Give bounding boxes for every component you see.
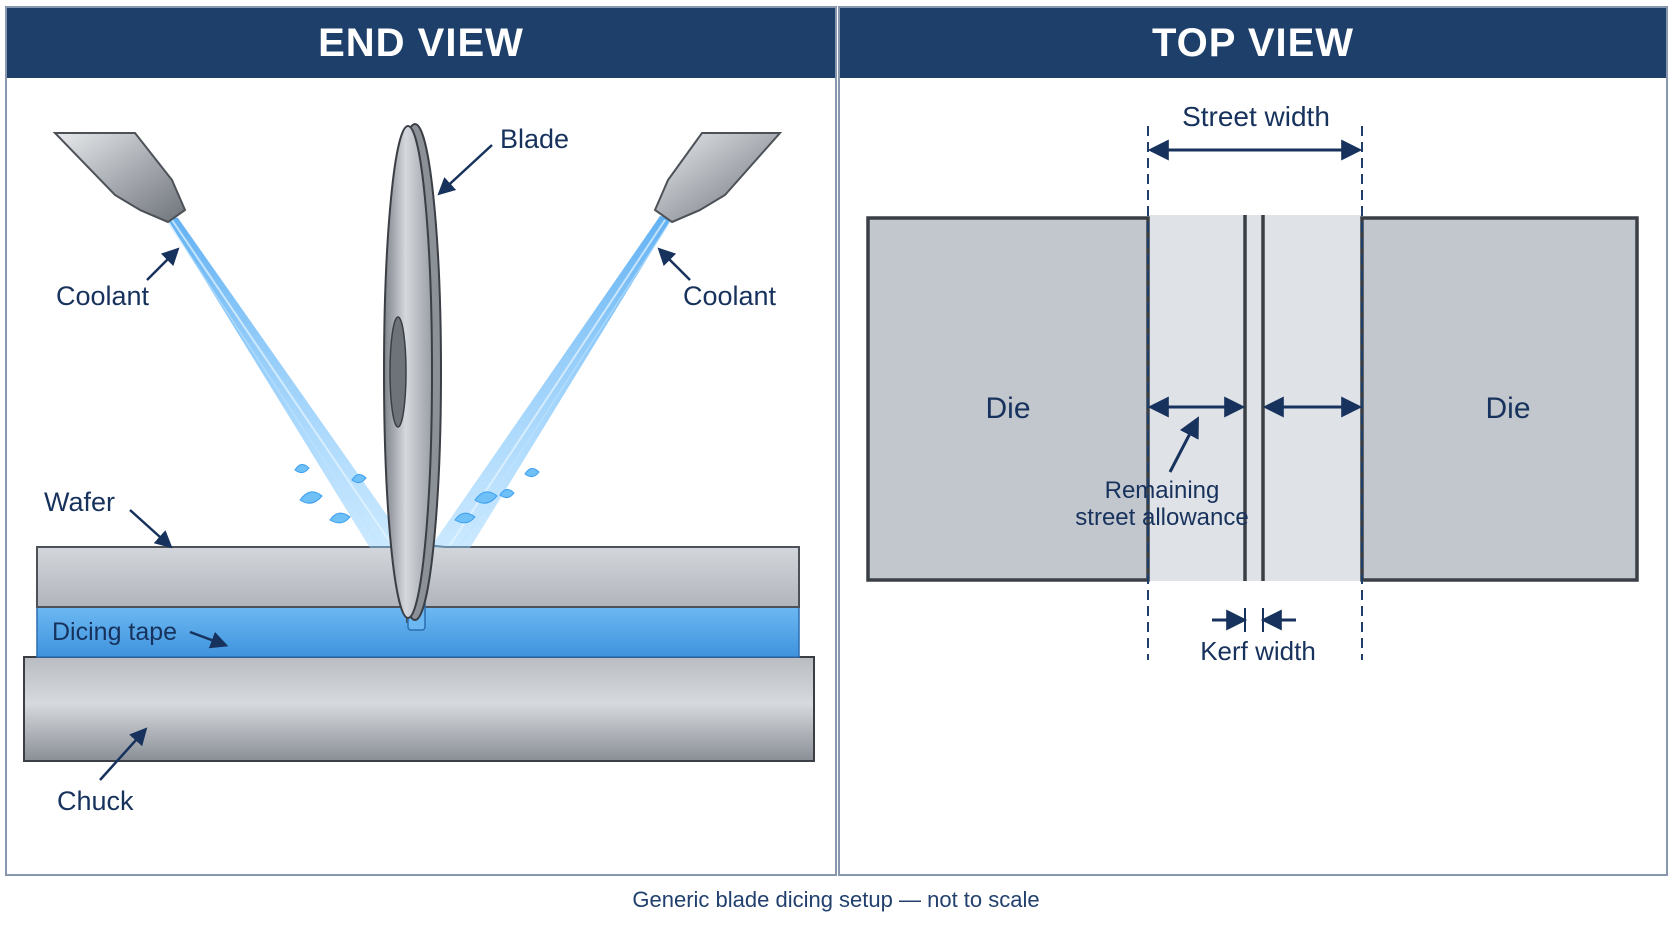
kerf-ticks bbox=[1244, 608, 1264, 632]
remaining-street-label-line2: street allowance bbox=[1075, 504, 1248, 531]
die-left-label: Die bbox=[985, 392, 1030, 425]
coolant-nozzle-left bbox=[52, 132, 187, 224]
chuck bbox=[23, 656, 815, 762]
coolant-right-label: Coolant bbox=[683, 281, 777, 311]
coolant-spray-right bbox=[430, 216, 672, 548]
coolant-nozzle-right bbox=[653, 132, 783, 224]
street-boundaries bbox=[1147, 126, 1363, 660]
blade-label: Blade bbox=[500, 124, 569, 154]
figure-caption: Generic blade dicing setup — not to scal… bbox=[632, 887, 1040, 912]
street-width-label: Street width bbox=[1182, 101, 1330, 132]
coolant-left-label: Coolant bbox=[56, 281, 150, 311]
dicing-tape-label: Dicing tape bbox=[52, 618, 177, 646]
top-view-title: TOP VIEW bbox=[840, 8, 1666, 78]
top-view-dimensions bbox=[1147, 139, 1363, 631]
kerf-width-label: Kerf width bbox=[1200, 636, 1316, 666]
blade bbox=[383, 123, 442, 621]
coolant-splash bbox=[294, 464, 540, 524]
remaining-street-label-line1: Remaining bbox=[1105, 477, 1220, 504]
end-view-title: END VIEW bbox=[7, 8, 835, 78]
coolant-spray-left bbox=[165, 215, 410, 548]
chuck-label: Chuck bbox=[57, 786, 134, 816]
die-right bbox=[1360, 216, 1639, 582]
end-view-leaders bbox=[99, 144, 691, 781]
die-right-label: Die bbox=[1485, 392, 1530, 425]
wafer-label: Wafer bbox=[44, 487, 115, 517]
